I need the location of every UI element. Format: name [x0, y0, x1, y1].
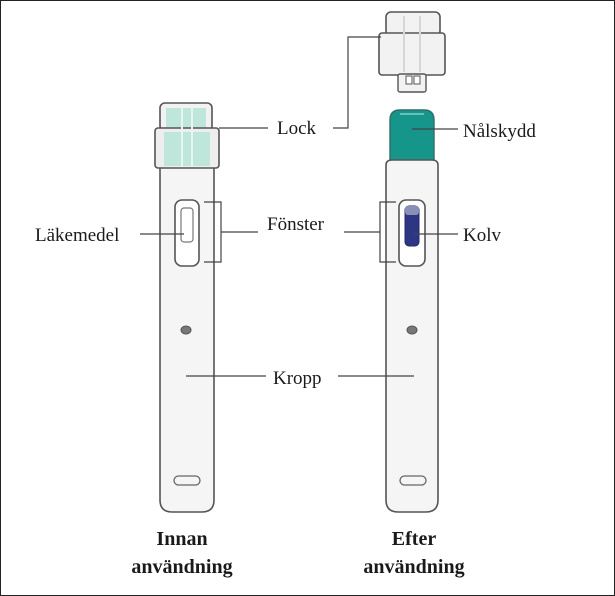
caption-before-line2: användning [131, 556, 232, 578]
pen-after-dot [406, 325, 418, 335]
cap-tint-bottom [164, 132, 210, 166]
caption-after-line2: användning [363, 556, 464, 578]
label-fonster: Fönster [267, 214, 325, 235]
label-lakemedel: Läkemedel [35, 225, 119, 246]
label-kropp: Kropp [273, 368, 322, 389]
label-lock: Lock [277, 118, 317, 139]
pen-after-use [378, 11, 446, 513]
pen-after-removed-cap [378, 11, 446, 93]
label-kolv: Kolv [463, 225, 502, 246]
pen-after-slot [399, 475, 427, 486]
pen-before-dot [180, 325, 192, 335]
caption-before-line1: Innan [156, 528, 207, 550]
pen-before-cap [154, 102, 220, 169]
medicine-fill [180, 207, 194, 243]
pen-before-use [154, 102, 220, 513]
leader-lines [140, 36, 458, 377]
cap-tint-top [166, 108, 206, 130]
label-nalskydd: Nålskydd [463, 121, 536, 142]
needle-shield [389, 109, 435, 163]
pen-before-slot [173, 475, 201, 486]
pen-before-body [159, 164, 215, 513]
caption-after-line1: Efter [392, 528, 437, 550]
